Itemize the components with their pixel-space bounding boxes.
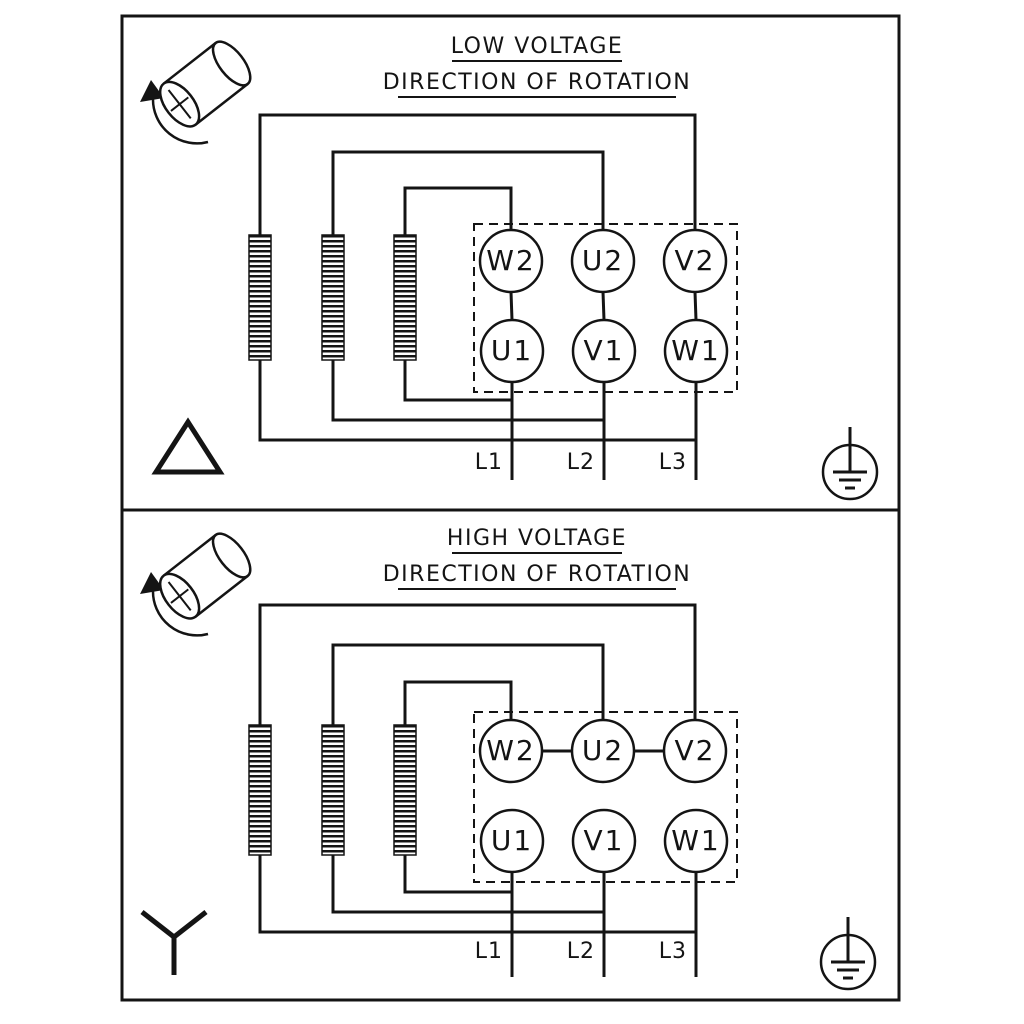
terminal-board-outline [473, 223, 738, 393]
stator-windings [248, 724, 417, 856]
panel-subtitle: DIRECTION OF ROTATION [383, 562, 692, 587]
top-wires [258, 603, 697, 725]
terminal-label: V1 [584, 334, 625, 367]
bottom-wires [258, 855, 696, 934]
top-wires [258, 113, 697, 235]
panel-high-voltage: HIGH VOLTAGE DIRECTION OF ROTATION [138, 526, 877, 991]
winding-coil [248, 724, 272, 856]
terminal-u2: U2 [570, 718, 636, 784]
winding-coil [321, 234, 345, 361]
terminal-w1: W1 [663, 318, 729, 384]
delta-symbol [151, 417, 225, 475]
stator-windings [248, 234, 417, 361]
terminal-u1: U1 [479, 808, 545, 874]
panel-title: LOW VOLTAGE [451, 34, 624, 59]
panel-low-voltage: LOW VOLTAGE DIRECTION OF ROTATION [138, 34, 879, 501]
terminal-u2: U2 [570, 228, 636, 294]
terminal-label: V1 [584, 824, 625, 857]
terminal-v2: V2 [662, 228, 728, 294]
diagram-border [120, 14, 901, 1002]
terminal-v1: V1 [571, 318, 637, 384]
line-label-l2: L2 [567, 450, 595, 475]
terminal-label: U1 [491, 824, 533, 857]
line-label-l1: L1 [475, 939, 503, 964]
winding-coil [393, 234, 417, 361]
winding-coil [393, 724, 417, 856]
winding-coil [248, 234, 272, 361]
terminal-label: U2 [582, 734, 624, 767]
terminal-label: W2 [486, 244, 536, 277]
shaft-rotation-icon [138, 526, 259, 637]
terminal-label: W1 [671, 334, 721, 367]
supply-leads [510, 872, 698, 977]
terminal-w2: W2 [478, 228, 544, 294]
panel-subtitle: DIRECTION OF ROTATION [383, 70, 692, 95]
delta-jumpers [509, 291, 698, 321]
line-label-l3: L3 [659, 450, 687, 475]
shaft-rotation-icon [138, 34, 259, 145]
terminal-v1: V1 [571, 808, 637, 874]
terminal-label: V2 [675, 734, 716, 767]
terminal-v2: V2 [662, 718, 728, 784]
terminal-label: W1 [671, 824, 721, 857]
line-label-l2: L2 [567, 939, 595, 964]
supply-leads [510, 382, 698, 480]
terminal-w1: W1 [663, 808, 729, 874]
terminal-w2: W2 [478, 718, 544, 784]
terminal-label: W2 [486, 734, 536, 767]
terminal-label: U1 [491, 334, 533, 367]
star-symbol [140, 910, 208, 975]
ground-icon [821, 425, 879, 501]
ground-icon [819, 915, 877, 991]
line-label-l3: L3 [659, 939, 687, 964]
panel-title: HIGH VOLTAGE [447, 526, 627, 551]
winding-coil [321, 724, 345, 856]
terminal-u1: U1 [479, 318, 545, 384]
terminal-label: U2 [582, 244, 624, 277]
bottom-wires [258, 360, 696, 442]
terminal-board-outline [473, 711, 738, 883]
line-label-l1: L1 [475, 450, 503, 475]
terminal-label: V2 [675, 244, 716, 277]
